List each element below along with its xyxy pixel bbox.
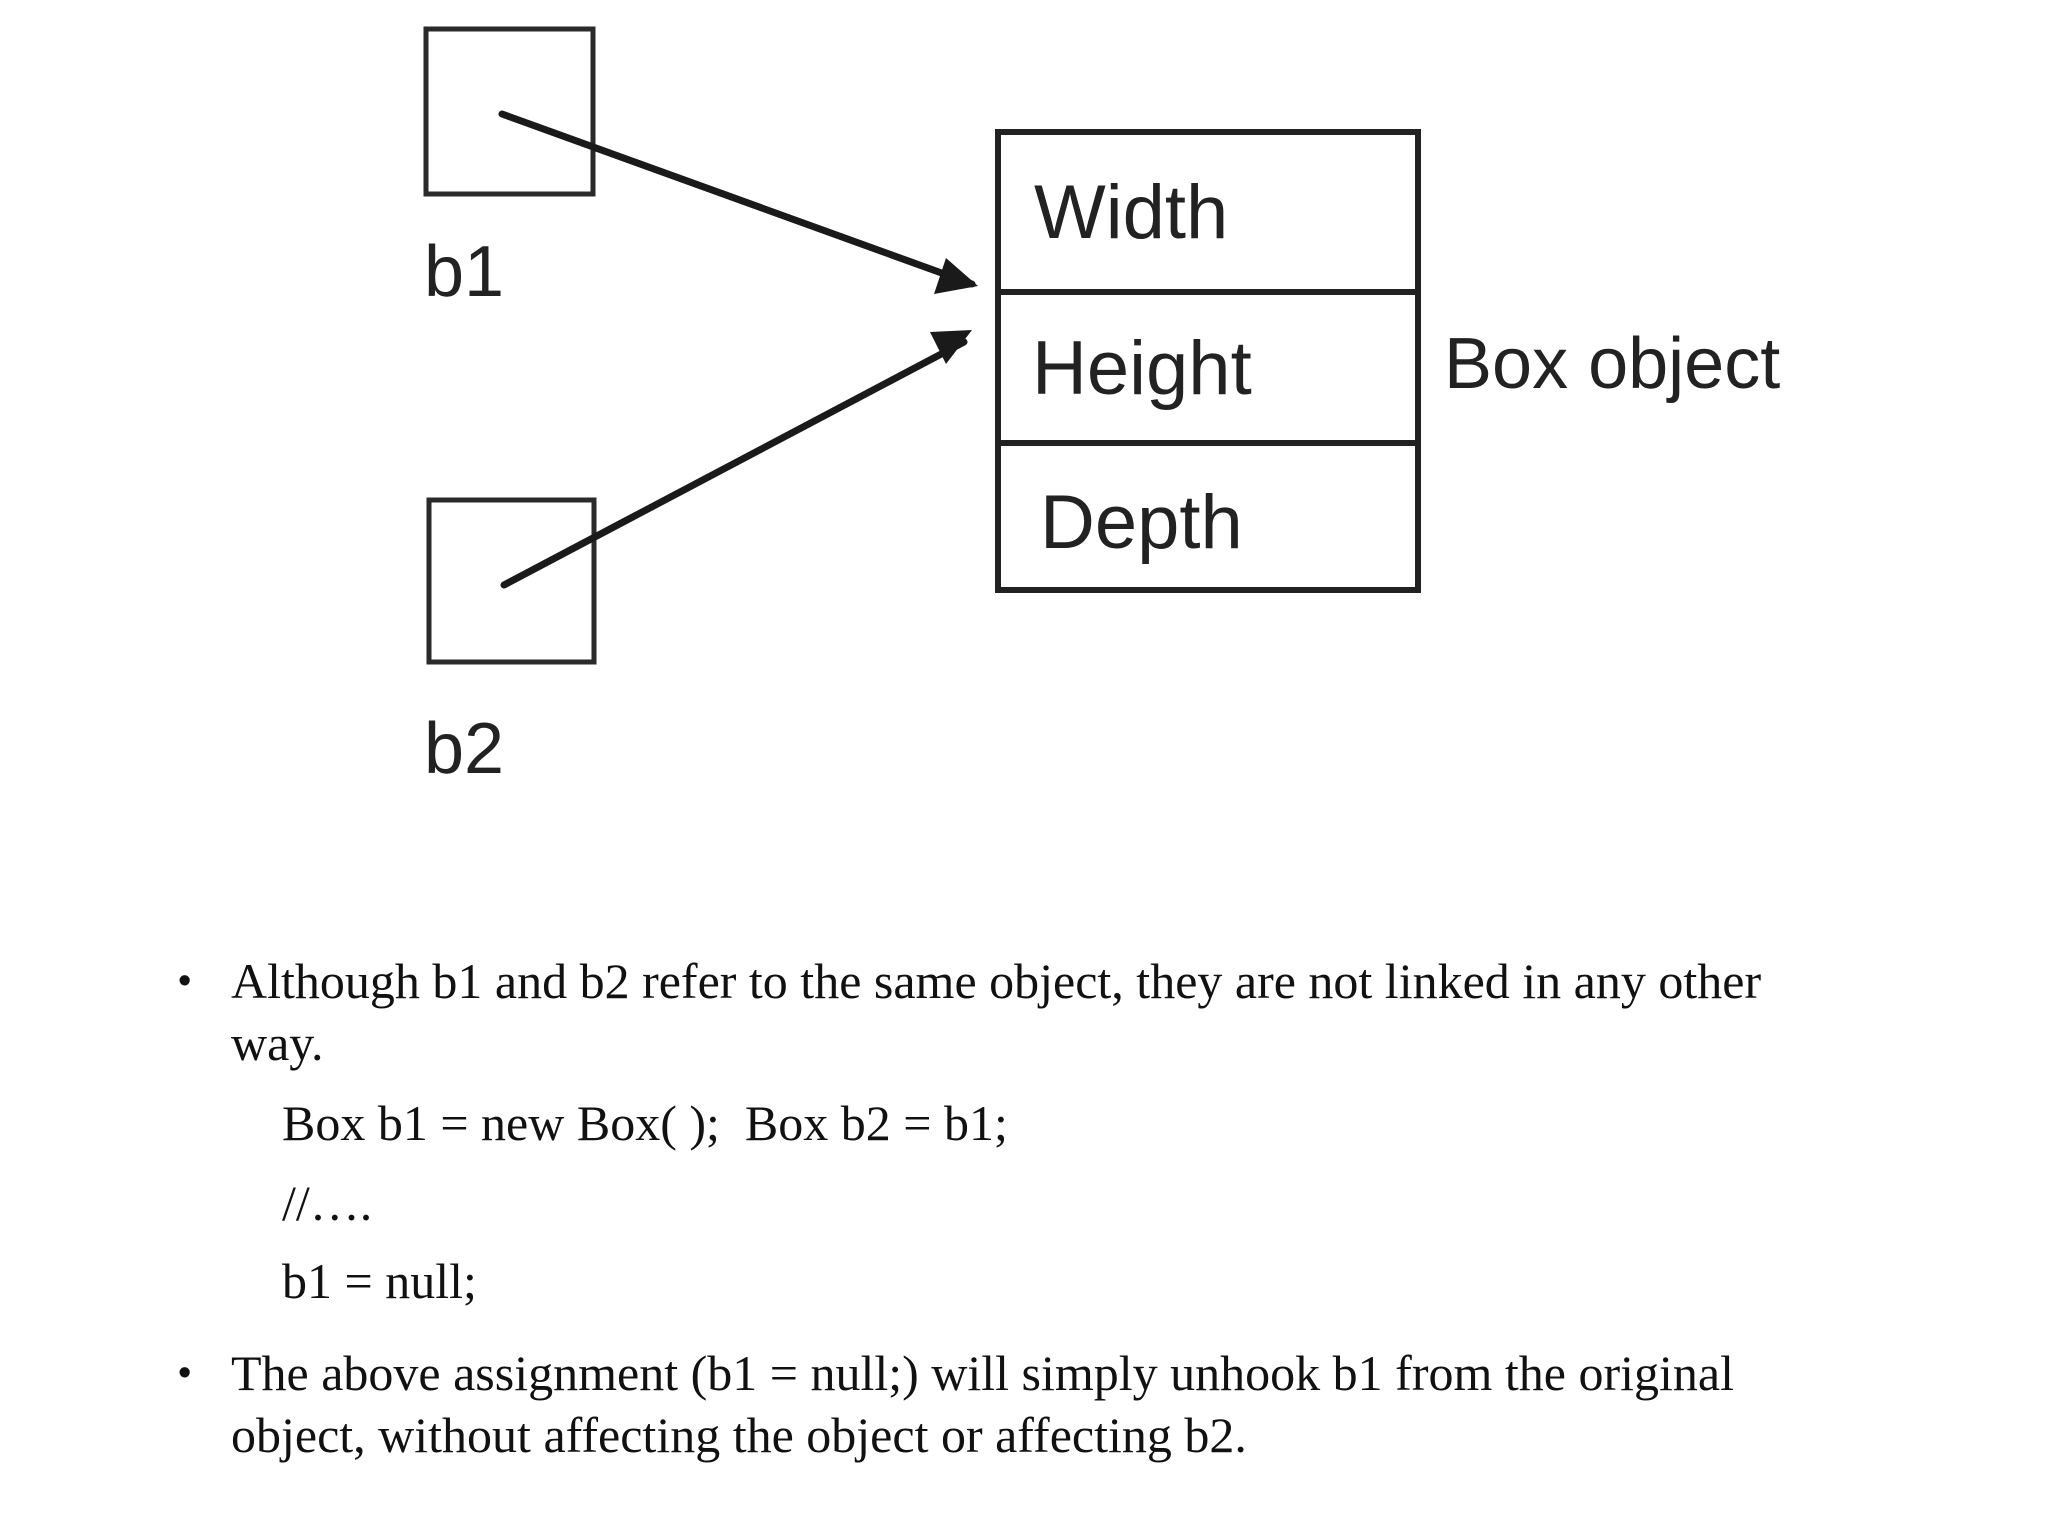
box-object-label: Box object — [1444, 324, 1780, 404]
b1-label: b1 — [424, 232, 504, 312]
field-depth: Depth — [1040, 480, 1243, 565]
box-object-outline — [995, 129, 1421, 593]
b1-reference-box — [423, 26, 596, 197]
bullet-text: The above assignment (b1 = null;) will s… — [231, 1345, 1734, 1463]
b2-label: b2 — [424, 709, 504, 789]
b1-arrowhead — [934, 258, 978, 294]
field-width: Width — [1034, 170, 1228, 255]
code-line: //…. — [282, 1175, 373, 1231]
b2-pointer-arrow — [500, 338, 968, 589]
bullet-text: Although b1 and b2 refer to the same obj… — [231, 953, 1762, 1071]
code-line: Box b1 = new Box( ); Box b2 = b1; — [282, 1095, 1008, 1151]
bullet-glyph: • — [178, 960, 192, 1002]
box-object: Width Height Depth — [995, 129, 1421, 593]
code-line: b1 = null; — [282, 1253, 477, 1309]
bullet-glyph: • — [178, 1352, 192, 1394]
field-height: Height — [1032, 326, 1252, 411]
b2-arrowhead — [930, 330, 972, 364]
b1-pointer-arrow — [498, 110, 976, 288]
b2-reference-box — [426, 497, 597, 665]
reference-diagram: b1 b2 Width Height Depth Box object — [423, 26, 1780, 789]
